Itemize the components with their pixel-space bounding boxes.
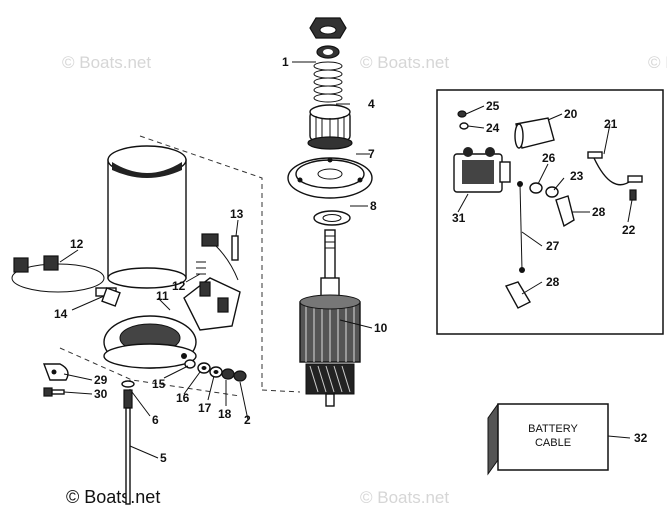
nut-part [309,17,347,39]
callout-23: 23 [570,169,584,183]
watermark: © Boats.net [360,488,449,507]
callout-24: 24 [486,121,500,135]
leader-lines [59,61,633,459]
callout-28-top: 28 [592,205,606,219]
boot-28-top [555,195,575,228]
brush-clip-part [101,287,121,307]
battery-label-line2: CABLE [535,437,571,449]
callout-6: 6 [152,413,159,427]
boot-20 [514,117,555,149]
solenoid-part [453,147,511,193]
callout-32: 32 [634,431,648,445]
bracket-part [42,363,69,381]
callout-5: 5 [160,451,167,465]
callout-16: 16 [176,391,190,405]
washer-23 [545,186,559,198]
screw-22 [629,189,637,201]
washer-6 [121,380,135,388]
housing-part [107,145,187,289]
callout-10: 10 [374,321,388,335]
callout-13: 13 [230,207,244,221]
mounting-plate-part [287,157,373,199]
washer-26 [529,182,543,194]
assembly-line [139,135,263,390]
inset-box [436,89,664,335]
watermark: © Boats.net [62,53,151,72]
callout-1: 1 [282,55,289,69]
callout-15: 15 [152,377,166,391]
end-cap-part [103,315,197,369]
washer-24 [459,122,469,130]
nut-2 [233,370,247,382]
callout-7: 7 [368,147,375,161]
callout-28-bottom: 28 [546,275,560,289]
nut-25 [457,110,467,118]
callout-27: 27 [546,239,560,253]
callout-8: 8 [370,199,377,213]
brush-set-left [11,255,117,297]
watermark: © Boats.net [648,53,667,72]
spring-part [313,61,343,103]
through-bolt-part [123,389,133,505]
callout-31: 31 [452,211,466,225]
assembly-line [261,389,301,393]
battery-label-line1: BATTERY [528,423,578,435]
callout-4: 4 [368,97,375,111]
boot-28-bottom [504,281,531,309]
watermark: © Boats.net [360,53,449,72]
callout-29: 29 [94,373,108,387]
callout-20: 20 [564,107,578,121]
bracket-21 [587,151,643,186]
callout-11: 11 [156,289,169,303]
nut-18 [221,368,235,380]
callout-labels: 1 4 7 8 10 13 12 11 14 12 15 16 17 18 2 … [54,55,648,465]
terminal-lead-part [201,233,239,281]
washer-17 [209,366,223,378]
callout-30: 30 [94,387,108,401]
thrust-washer-part [313,210,351,226]
callout-2: 2 [244,413,251,427]
washer-16 [197,362,211,374]
drive-gear-part [307,104,353,150]
callout-25: 25 [486,99,500,113]
callout-22: 22 [622,223,636,237]
cable-27 [517,181,525,273]
callout-18: 18 [218,407,232,421]
callout-14: 14 [54,307,68,321]
callout-12-left: 12 [70,237,84,251]
armature-part [299,229,361,407]
callout-17: 17 [198,401,212,415]
battery-cable-label: BATTERY CABLE [487,403,609,476]
callout-26: 26 [542,151,556,165]
screw-30 [43,387,65,397]
brush-plate-part [183,261,241,331]
callout-21: 21 [604,117,618,131]
callout-12-mid: 12 [172,279,186,293]
collar-part [316,45,340,59]
watermark-dark: © Boats.net [66,487,160,507]
